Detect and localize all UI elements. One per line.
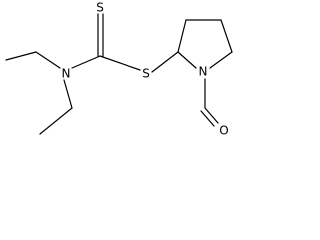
bond-c4-c5 — [220, 19, 233, 53]
bond-n-o-double-b — [200, 110, 215, 127]
chemical-structure: S N S N O — [5, 1, 233, 138]
atoms: S N S N O — [62, 1, 229, 138]
atom-o-nitroso: O — [219, 124, 228, 138]
bond-n-c2 — [177, 51, 197, 69]
bond-ch2-ch3-lower — [39, 107, 73, 135]
bond-n-ch2-lower — [63, 79, 73, 109]
atom-n-ring: N — [199, 65, 208, 79]
bond-c2-c3 — [177, 19, 187, 53]
bond-ch2-n-upper — [35, 51, 61, 69]
atom-s-thioether: S — [142, 67, 150, 81]
bond-n-c-thiocarbonyl — [71, 55, 101, 69]
bond-ch3-ch2-upper — [5, 51, 37, 61]
bond-c-s-single — [99, 55, 141, 71]
atom-s-thione: S — [96, 1, 104, 15]
bonds — [5, 13, 233, 135]
bond-c5-n — [209, 51, 233, 69]
atom-n-amine: N — [62, 67, 71, 81]
bond-s-c2 — [151, 51, 179, 73]
bond-n-o-double-a — [204, 107, 219, 124]
